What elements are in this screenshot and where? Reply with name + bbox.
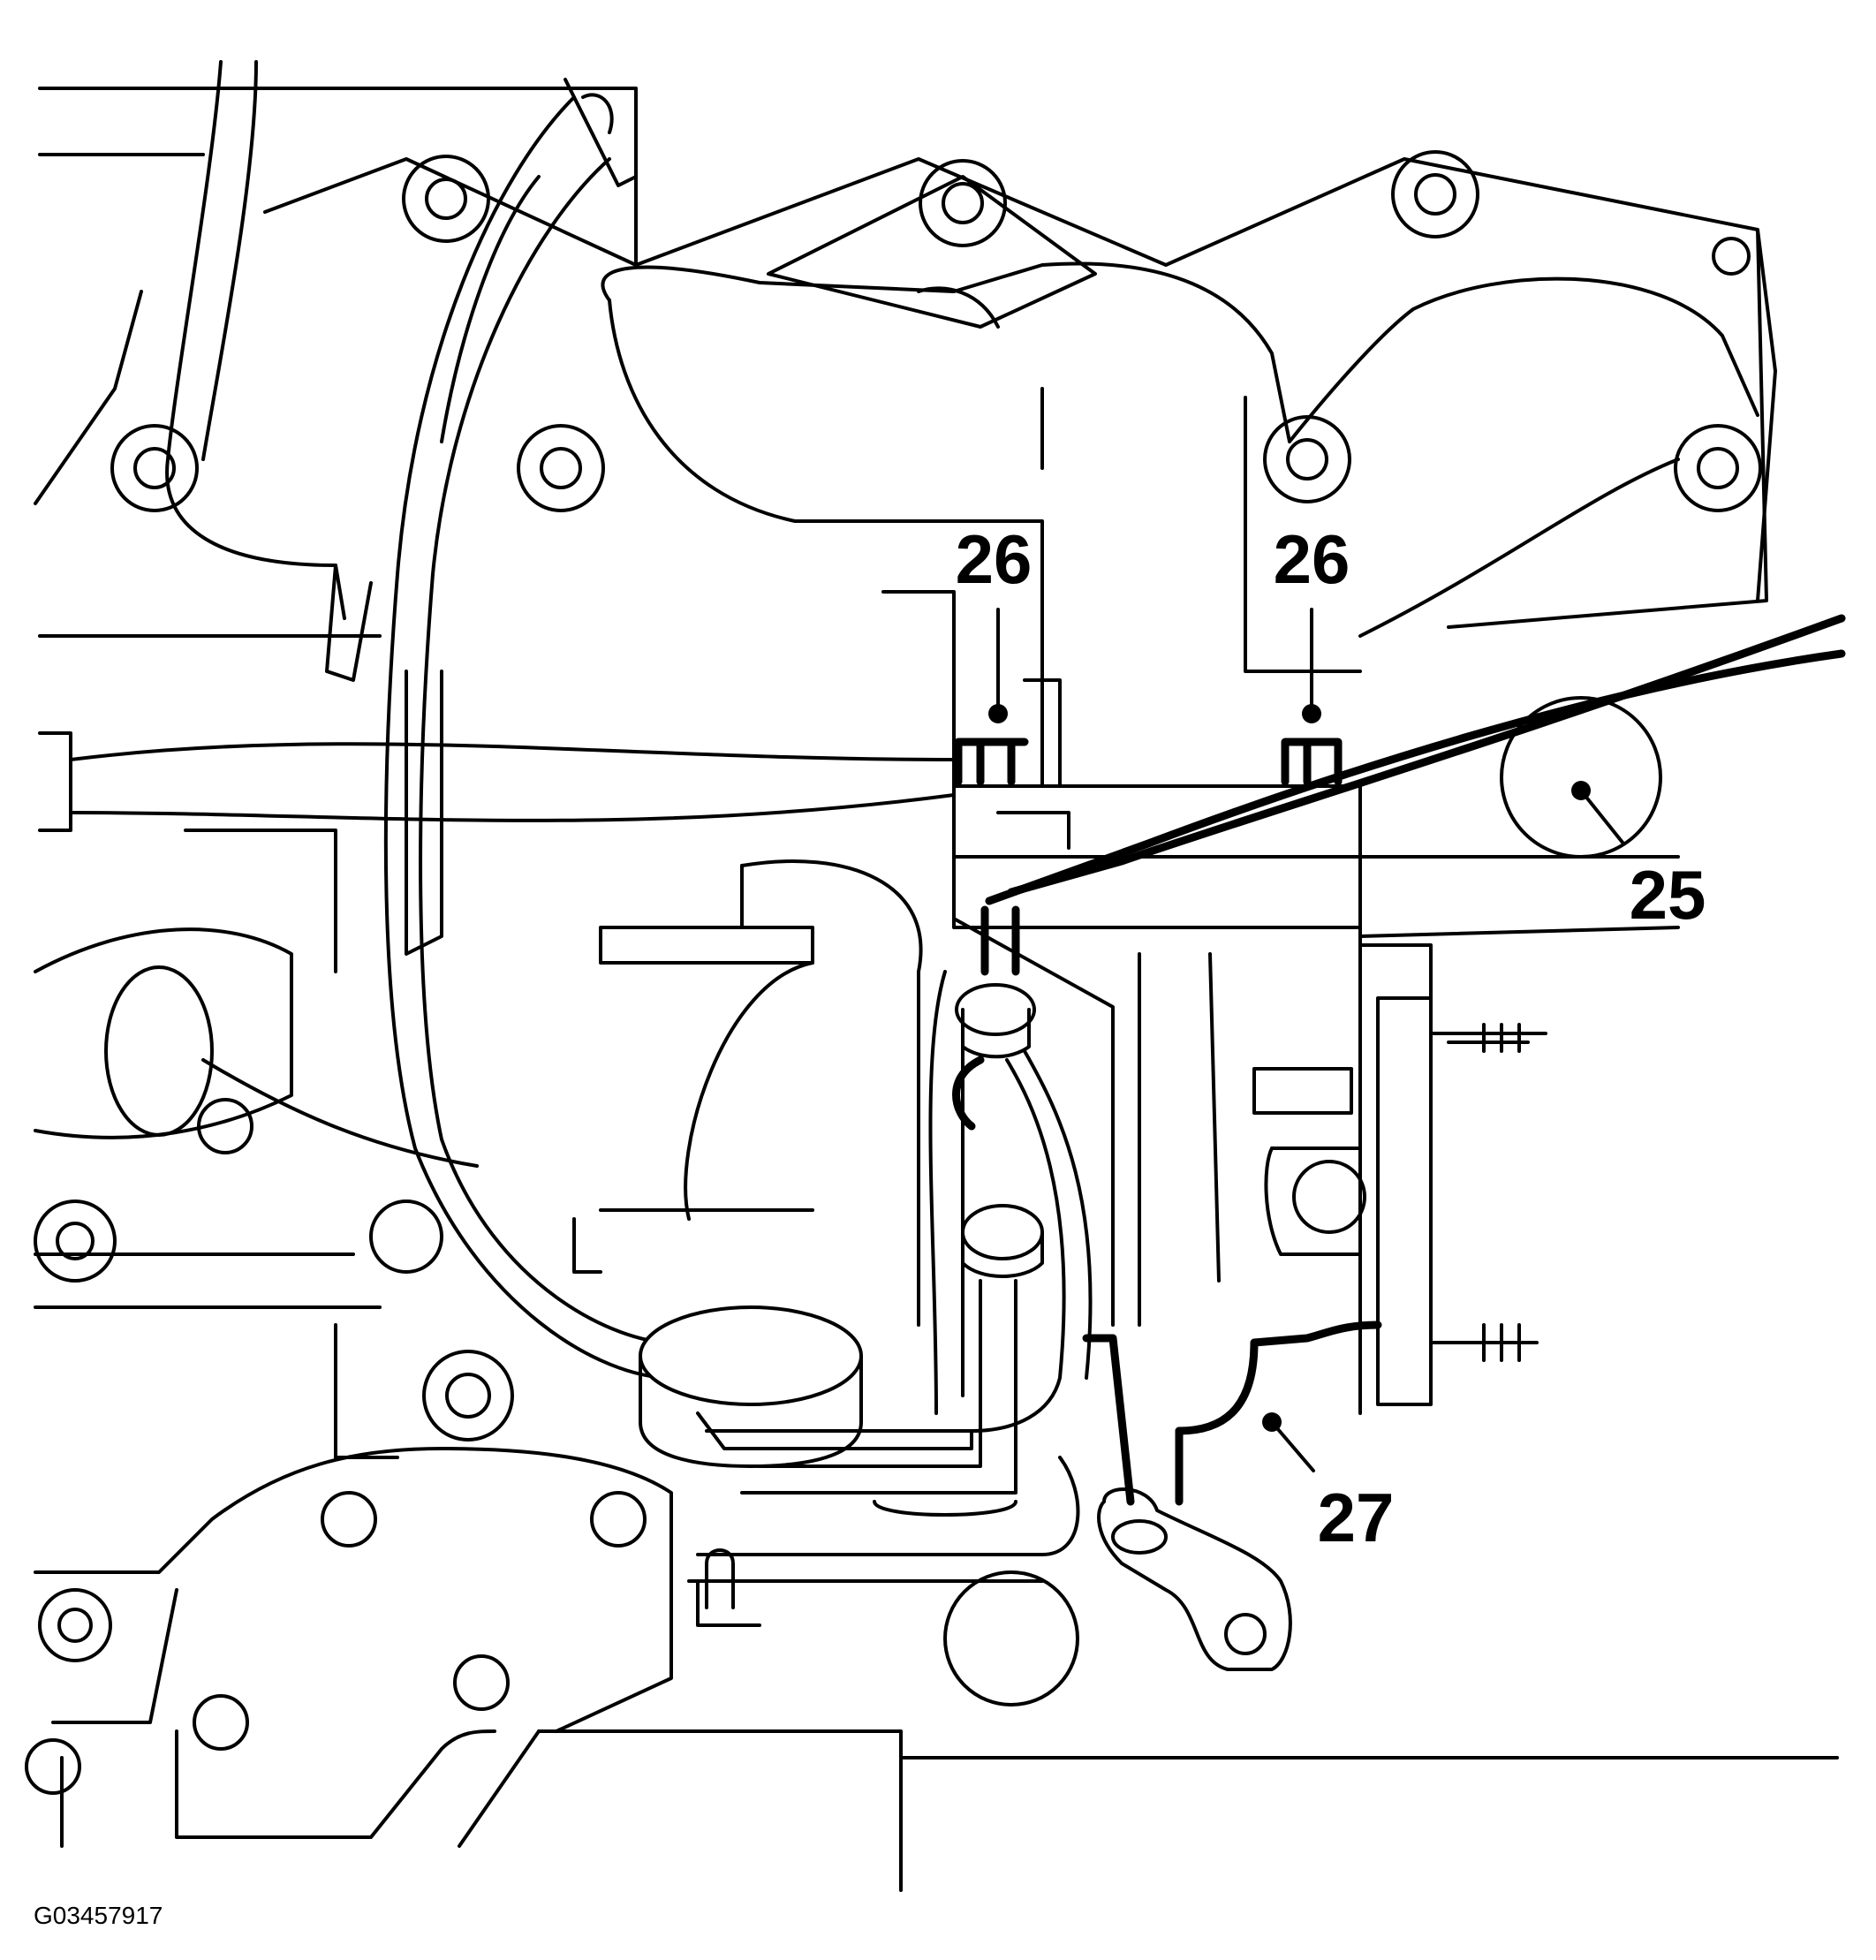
manifold-nuts bbox=[954, 738, 1343, 786]
oil-return-gasket bbox=[1082, 1321, 1382, 1506]
exhaust-manifold bbox=[110, 150, 1777, 673]
callout-leaders bbox=[988, 608, 1625, 1472]
engine-block-lower bbox=[25, 1447, 1839, 1892]
heat-shield-bolts bbox=[980, 614, 1846, 976]
callout-26-right: 26 bbox=[1274, 520, 1350, 598]
oil-lines bbox=[687, 983, 1093, 1627]
coolant-hoses bbox=[165, 60, 673, 1380]
turbocharger bbox=[881, 546, 1680, 1415]
engine-block-left bbox=[34, 87, 956, 1459]
figure-id: G03457917 bbox=[34, 1902, 163, 1929]
callout-27: 27 bbox=[1318, 1479, 1395, 1556]
callout-26-left: 26 bbox=[956, 520, 1033, 598]
mounting-bracket bbox=[943, 1487, 1292, 1706]
wastegate-actuator bbox=[572, 859, 1017, 1517]
callout-25: 25 bbox=[1630, 856, 1706, 934]
